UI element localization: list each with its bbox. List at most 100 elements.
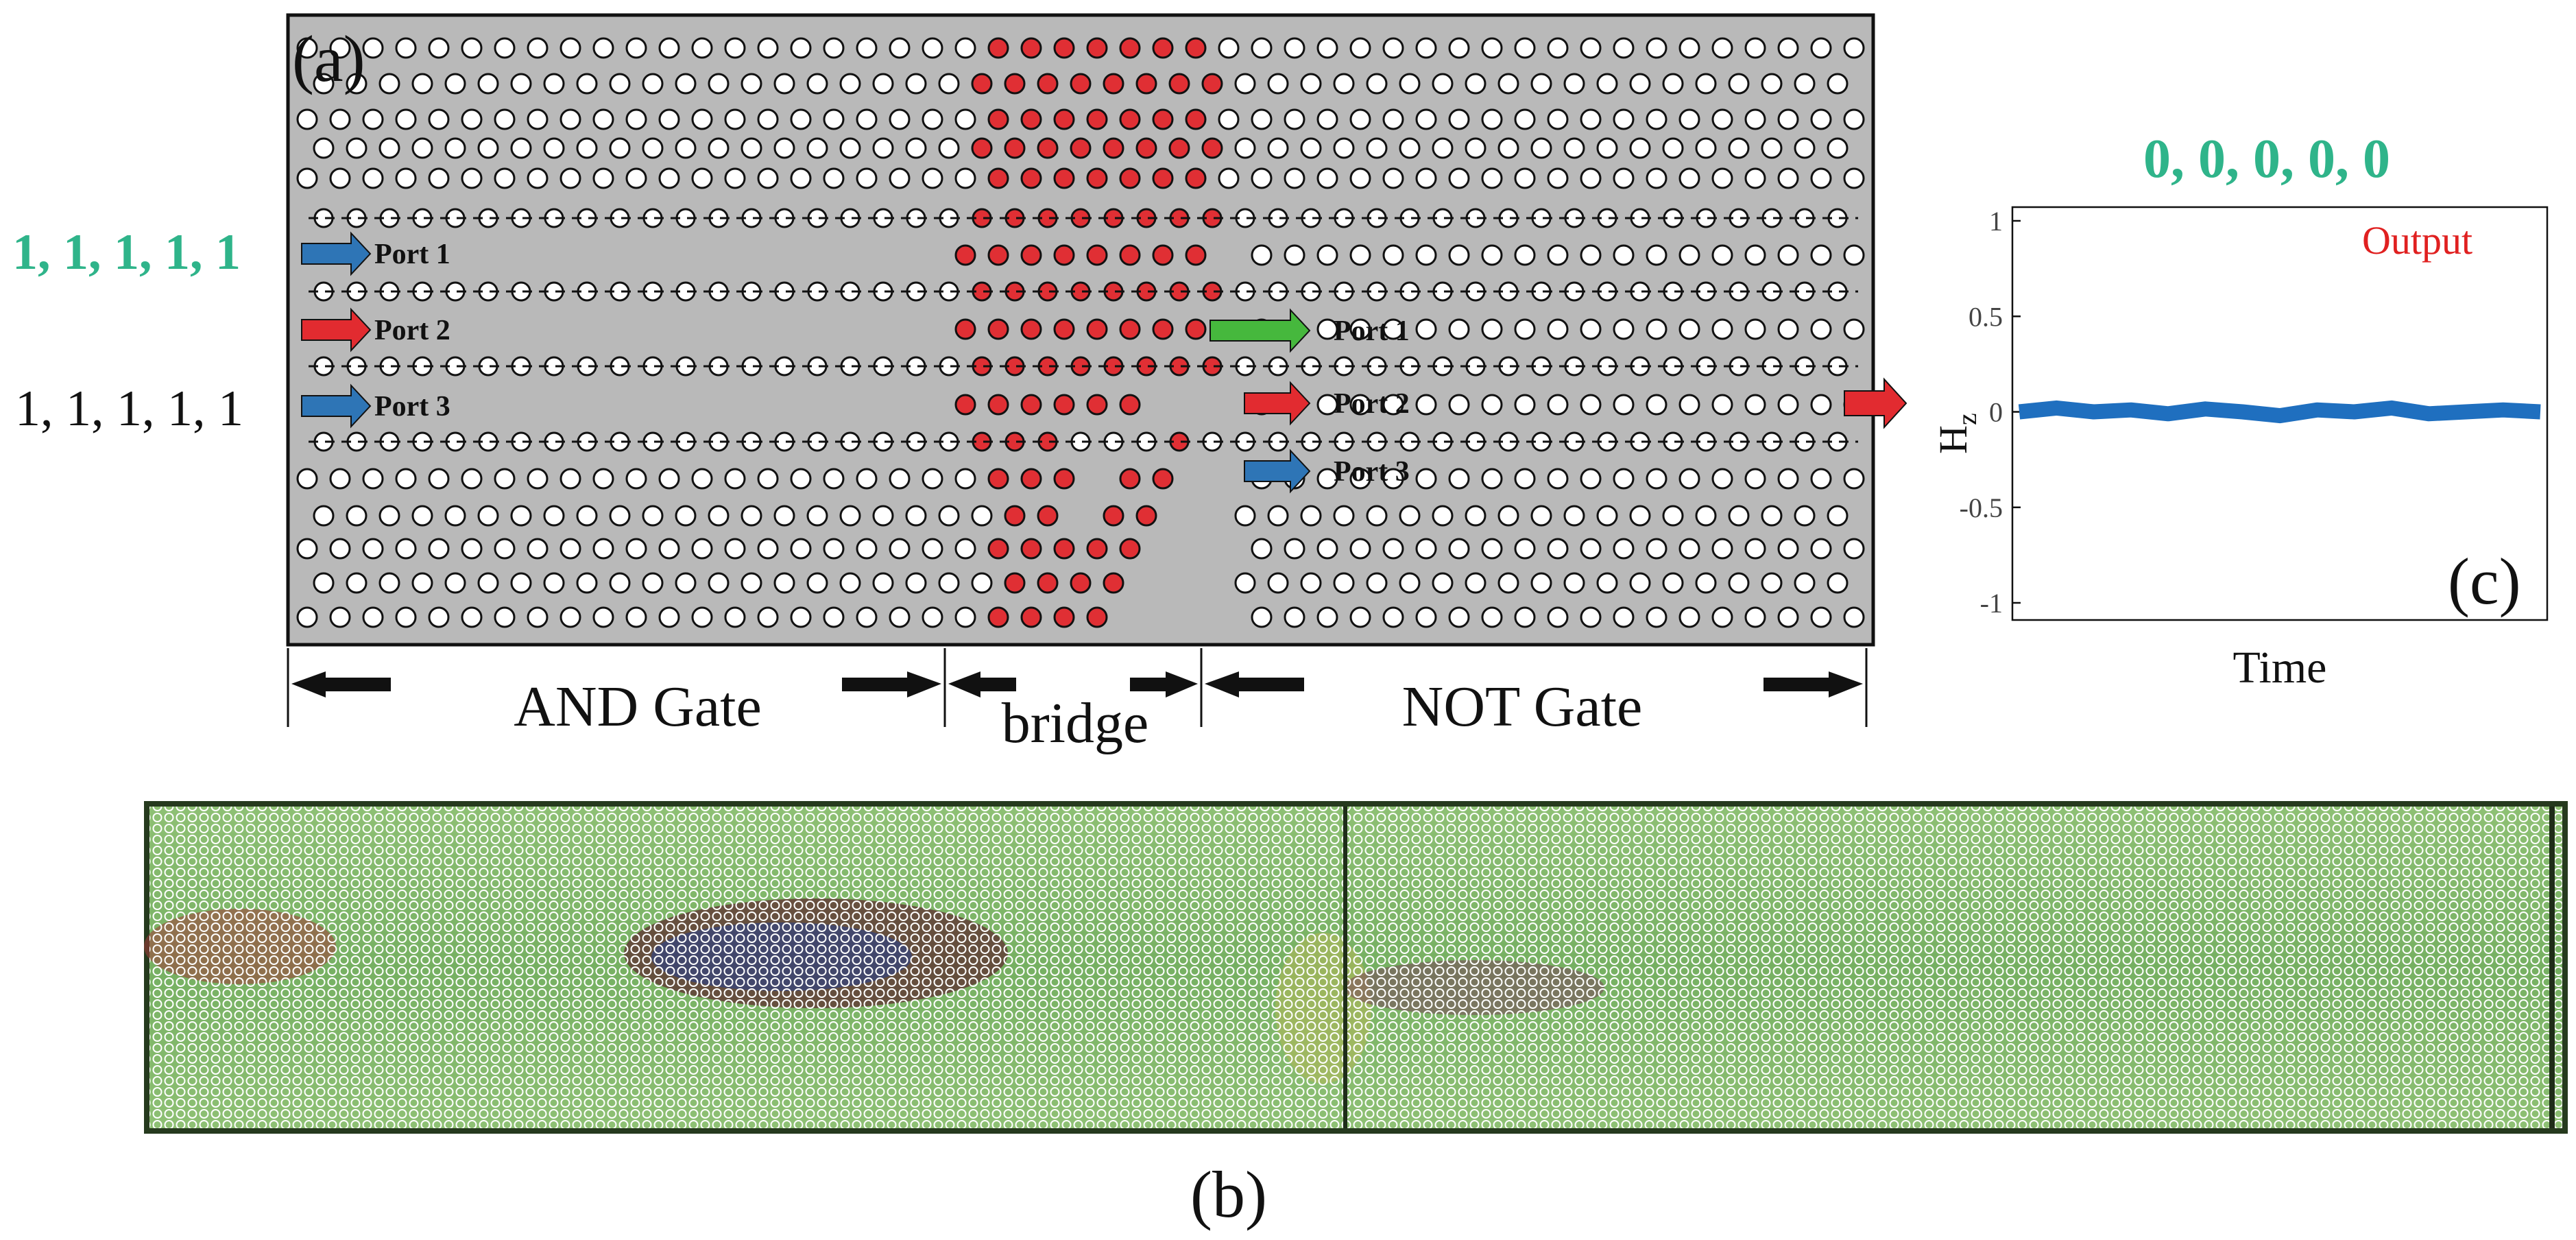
- lattice-rod: [757, 538, 779, 560]
- lattice-rod: [1646, 167, 1668, 189]
- lattice-rod: [1284, 167, 1305, 189]
- bridge-rod: [1053, 606, 1075, 628]
- lattice-rod: [1596, 572, 1618, 594]
- lattice-rod: [494, 538, 516, 560]
- lattice-rod: [559, 468, 581, 490]
- bridge-rod: [1053, 244, 1075, 266]
- lattice-rod: [954, 167, 976, 189]
- lattice-rod: [1810, 538, 1832, 560]
- panel-c-output-plot: 0, 0, 0, 0, 0 10.50-0.5-1 Output (c) Tim…: [1931, 129, 2549, 693]
- lattice-rod: [1678, 394, 1700, 416]
- lattice-rod: [1810, 468, 1832, 490]
- lattice-rod: [823, 538, 845, 560]
- rod-lattice: [296, 37, 1865, 628]
- lattice-rod: [428, 37, 450, 59]
- output-legend: Output: [2362, 218, 2472, 263]
- bridge-rod: [1201, 73, 1223, 95]
- lattice-rod: [1316, 37, 1338, 59]
- bridge-rod: [1119, 394, 1141, 416]
- lattice-rod: [691, 538, 713, 560]
- panel-a-label: (a): [292, 22, 365, 95]
- bridge-rod: [1070, 73, 1092, 95]
- lattice-rod: [889, 108, 911, 130]
- lattice-rod: [642, 505, 664, 527]
- lattice-rod: [1563, 505, 1585, 527]
- lattice-rod: [1514, 167, 1536, 189]
- lattice-rod: [1481, 37, 1503, 59]
- lattice-rod: [1267, 137, 1289, 159]
- lattice-rod: [510, 73, 532, 95]
- lattice-rod: [1629, 137, 1651, 159]
- lattice-rod: [1432, 505, 1454, 527]
- lattice-rod: [1284, 37, 1305, 59]
- lattice-rod: [1316, 244, 1338, 266]
- lattice-rod: [395, 108, 417, 130]
- lattice-rod: [1349, 244, 1371, 266]
- lattice-rod: [362, 606, 384, 628]
- lattice-rod: [329, 37, 351, 59]
- lattice-rod: [1711, 394, 1733, 416]
- lattice-rod: [1695, 505, 1717, 527]
- bridge-rod: [1119, 244, 1141, 266]
- lattice-rod: [708, 505, 730, 527]
- bridge-rod: [1053, 318, 1075, 340]
- lattice-rod: [1415, 167, 1437, 189]
- lattice-rod: [1251, 244, 1273, 266]
- lattice-rod: [378, 572, 400, 594]
- lattice-rod: [1613, 108, 1635, 130]
- lattice-rod: [1497, 73, 1519, 95]
- lattice-rod: [1530, 137, 1552, 159]
- lattice-rod: [1580, 167, 1602, 189]
- bridge-rod: [971, 73, 993, 95]
- not-port-2-arrow-icon: [1244, 381, 1311, 426]
- lattice-rod: [856, 606, 878, 628]
- bridge-rod: [1152, 318, 1174, 340]
- bridge-rod: [1020, 394, 1042, 416]
- lattice-rod: [658, 37, 680, 59]
- lattice-rod: [658, 108, 680, 130]
- lattice-rod: [395, 538, 417, 560]
- lattice-rod: [773, 505, 795, 527]
- lattice-rod: [1596, 73, 1618, 95]
- not-port-3-arrow-icon: [1244, 449, 1311, 494]
- lattice-rod: [1563, 73, 1585, 95]
- lattice-rod: [773, 137, 795, 159]
- lattice-rod: [1267, 572, 1289, 594]
- lattice-rod: [461, 37, 483, 59]
- lattice-rod: [1497, 137, 1519, 159]
- lattice-rod: [494, 606, 516, 628]
- lattice-rod: [1481, 394, 1503, 416]
- bridge-rod: [1086, 538, 1108, 560]
- lattice-rod: [444, 572, 466, 594]
- lattice-rod: [922, 37, 943, 59]
- y-tick-label: -0.5: [1960, 492, 2003, 523]
- port-3-arrow-icon: [301, 383, 372, 429]
- lattice-rod: [1234, 572, 1256, 594]
- lattice-rod: [1415, 37, 1437, 59]
- lattice-rod: [1300, 505, 1322, 527]
- lattice-rod: [823, 468, 845, 490]
- lattice-rod: [1448, 167, 1470, 189]
- lattice-rod: [296, 167, 318, 189]
- bridge-rod: [987, 318, 1009, 340]
- lattice-rod: [938, 505, 960, 527]
- lattice-rod: [1547, 167, 1569, 189]
- lattice-rod: [362, 167, 384, 189]
- lattice-rod: [724, 37, 746, 59]
- bridge-rod: [1185, 167, 1207, 189]
- lattice-rod: [938, 73, 960, 95]
- lattice-rod: [1366, 73, 1388, 95]
- lattice-rod: [1316, 394, 1338, 416]
- lattice-rod: [1514, 606, 1536, 628]
- lattice-rod: [1629, 73, 1651, 95]
- right-port-1-label: Port 1: [1334, 315, 1410, 347]
- lattice-rod: [708, 137, 730, 159]
- lattice-rod: [362, 108, 384, 130]
- lattice-rod: [1349, 394, 1371, 416]
- lattice-rod: [609, 505, 631, 527]
- not-span-right-arrow-icon: [1764, 671, 1863, 698]
- y-axis-label-main: H: [1931, 425, 1975, 454]
- bridge-rod: [954, 244, 976, 266]
- y-axis-label-sub: z: [1951, 413, 1982, 425]
- lattice-rod: [576, 137, 598, 159]
